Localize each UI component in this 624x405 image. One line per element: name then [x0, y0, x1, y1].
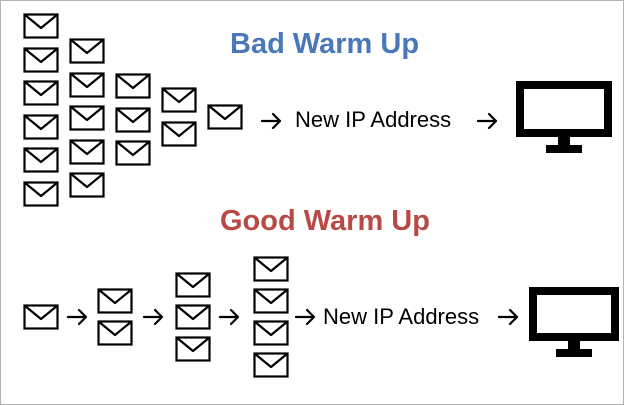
envelope-icon: [253, 256, 289, 282]
computer-monitor-icon: [529, 287, 619, 357]
envelope-icon: [69, 71, 105, 98]
good-new-ip-address-label: New IP Address: [323, 304, 480, 329]
envelope-icon: [23, 147, 59, 173]
envelope-icon: [69, 172, 105, 198]
envelope-icon: [175, 336, 211, 362]
envelope-icon: [175, 272, 211, 298]
right-arrow-icon: [260, 112, 282, 130]
good-warm-up-title: Good Warm Up: [220, 205, 430, 237]
envelope-icon: [97, 288, 133, 314]
envelope-icon: [23, 13, 59, 39]
right-arrow-icon: [497, 308, 519, 326]
right-arrow-icon: [476, 112, 498, 130]
computer-monitor-icon: [516, 81, 612, 153]
envelope-icon: [115, 106, 151, 133]
envelope-icon: [97, 320, 133, 346]
envelope-icon: [69, 38, 105, 64]
envelope-icon: [69, 105, 105, 131]
envelope-icon: [23, 304, 59, 330]
envelope-icon: [23, 80, 59, 106]
envelope-icon: [207, 104, 243, 130]
right-arrow-icon: [294, 308, 316, 326]
envelope-icon: [253, 352, 289, 378]
envelope-icon: [115, 140, 151, 166]
bad-new-ip-address-label: New IP Address: [295, 107, 452, 132]
envelope-icon: [161, 87, 197, 113]
envelope-icon: [253, 320, 289, 346]
right-arrow-icon: [142, 308, 164, 326]
right-arrow-icon: [218, 308, 240, 326]
envelope-icon: [23, 180, 59, 207]
envelope-icon: [23, 46, 59, 73]
right-arrow-icon: [66, 308, 88, 326]
envelope-icon: [69, 138, 105, 165]
envelope-icon: [161, 120, 197, 147]
envelope-icon: [253, 288, 289, 314]
envelope-icon: [175, 304, 211, 330]
bad-warm-up-title: Bad Warm Up: [230, 28, 420, 60]
envelope-icon: [23, 113, 59, 140]
envelope-icon: [115, 73, 151, 99]
